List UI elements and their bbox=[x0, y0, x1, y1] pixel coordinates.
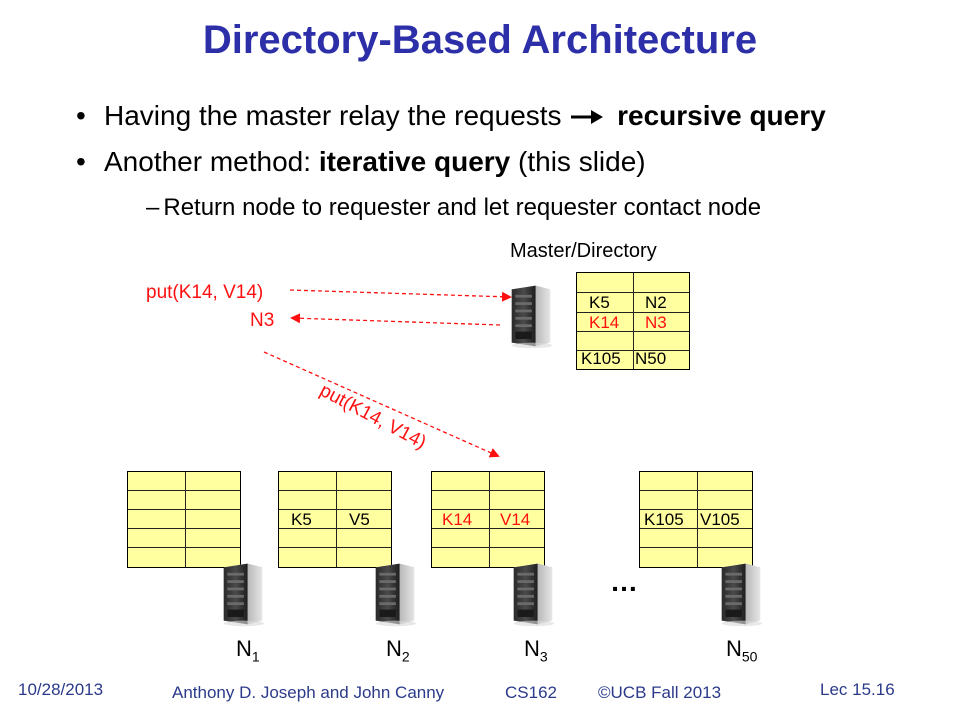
bullet-1-bold: recursive query bbox=[617, 100, 826, 131]
bullet-iterative-query: • Another method: iterative query (this … bbox=[76, 146, 646, 178]
node-n50-server-icon bbox=[721, 563, 763, 627]
put-arrow-to-node bbox=[263, 351, 500, 458]
dir-node-4: N50 bbox=[635, 349, 667, 368]
node-label-n2: N2 bbox=[386, 636, 410, 665]
reply-arrow-from-master bbox=[290, 313, 501, 326]
node-table-n50: K105 V105 bbox=[639, 471, 753, 568]
ellipsis: … bbox=[610, 566, 638, 597]
n3-key: K14 bbox=[442, 510, 473, 529]
bullet-1-text: Having the master relay the requests bbox=[104, 100, 570, 131]
put-request-label: put(K14, V14) bbox=[146, 282, 264, 303]
directory-table: K5 N2 K14 N3 K105 N50 bbox=[576, 272, 690, 370]
put-arrow-to-master bbox=[289, 289, 512, 302]
sub-bullet-return-node: –Return node to requester and let reques… bbox=[146, 194, 761, 222]
bullet-2-text: Another method: bbox=[104, 146, 319, 177]
node-label-n1: N1 bbox=[236, 636, 260, 665]
node-n1-server-icon bbox=[223, 563, 265, 627]
footer-date: 10/28/2013 bbox=[18, 680, 104, 699]
bullet-dot: • bbox=[76, 100, 86, 131]
bullet-dot: • bbox=[76, 146, 86, 177]
dir-key-2: K14 bbox=[589, 313, 620, 332]
footer-copyright: ©UCB Fall 2013 bbox=[598, 683, 722, 702]
n2-key: K5 bbox=[291, 510, 312, 529]
node-table-n2: K5 V5 bbox=[278, 471, 392, 568]
footer-lecture: Lec 15.16 bbox=[820, 680, 895, 699]
sub-bullet-text: Return node to requester and let request… bbox=[163, 194, 762, 221]
reply-label: N3 bbox=[250, 310, 275, 331]
dir-key-1: K5 bbox=[589, 293, 610, 312]
dir-node-1: N2 bbox=[645, 293, 667, 312]
node-label-n3: N3 bbox=[524, 636, 548, 665]
right-arrow-icon bbox=[569, 102, 609, 134]
dir-node-2: N3 bbox=[645, 313, 667, 332]
footer-course: CS162 bbox=[505, 683, 557, 702]
bullet-2-bold: iterative query bbox=[318, 146, 511, 177]
n2-value: V5 bbox=[349, 510, 370, 529]
n3-value: V14 bbox=[500, 510, 531, 529]
node-label-n50: N50 bbox=[726, 636, 758, 665]
node-n3-server-icon bbox=[513, 563, 555, 627]
node-table-n3: K14 V14 bbox=[431, 471, 545, 568]
bullet-2-tail: (this slide) bbox=[510, 146, 646, 177]
dir-key-4: K105 bbox=[581, 349, 621, 368]
bullet-recursive-query: • Having the master relay the requests r… bbox=[76, 100, 826, 134]
n50-value: V105 bbox=[700, 510, 740, 529]
node-n2-server-icon bbox=[375, 563, 417, 627]
node-table-n1 bbox=[127, 471, 241, 568]
master-directory-label: Master/Directory bbox=[510, 240, 657, 262]
dash: – bbox=[146, 194, 160, 221]
footer-authors: Anthony D. Joseph and John Canny bbox=[172, 683, 445, 702]
slide-title: Directory-Based Architecture bbox=[202, 18, 758, 62]
n50-key: K105 bbox=[644, 510, 684, 529]
